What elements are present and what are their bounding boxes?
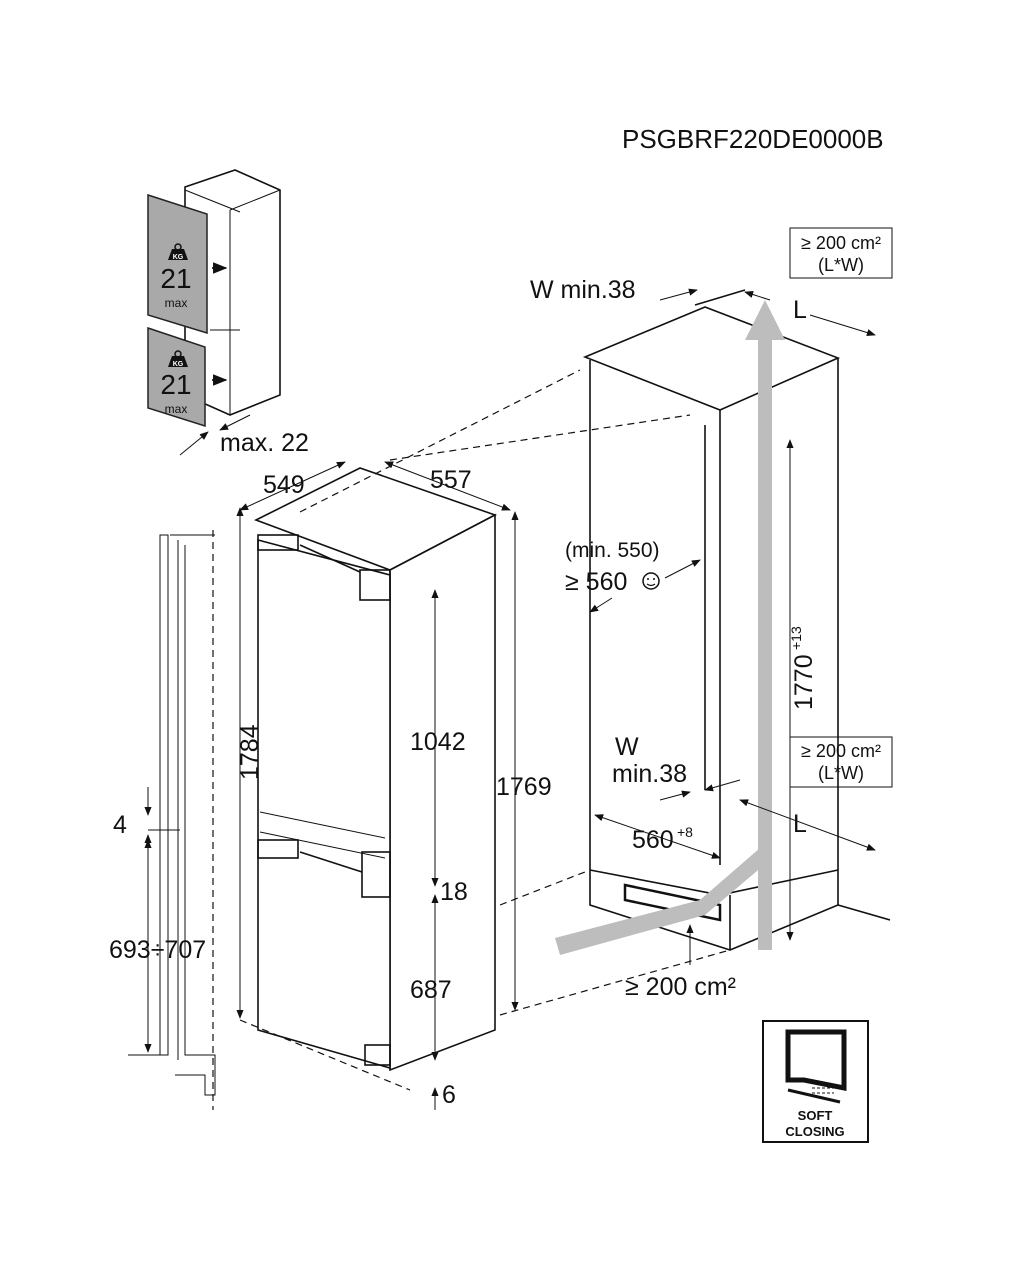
freezer-door-label: 687	[410, 976, 452, 1004]
max-door-thickness: max. 22	[220, 429, 309, 457]
niche-width-tolerance: +8	[677, 824, 693, 840]
fridge-door-label: 1042	[410, 728, 466, 756]
niche-drawing: ≥ 200 cm² (L*W) ≥ 200 cm² (L*W) W min.38…	[530, 227, 893, 1001]
upper-door-panel	[147, 193, 208, 335]
upper-door-weight: 21	[160, 263, 191, 294]
appliance-drawing: 1784 1042 687 18 6 1769 549 557	[236, 369, 731, 1110]
top-vent-line1: ≥ 200 cm²	[801, 233, 881, 253]
width-label: 557	[430, 466, 472, 494]
appliance-height-label: 1784	[236, 724, 264, 780]
mid-vent-line1: ≥ 200 cm²	[801, 741, 881, 761]
niche-width-label: 560	[632, 826, 674, 854]
weight-icon: KG	[168, 350, 188, 368]
top-vent-box	[789, 227, 893, 279]
weight-icon: KG	[168, 243, 188, 261]
weight-icon-text: KG	[173, 361, 184, 368]
smiley-icon	[642, 572, 660, 590]
depth-min-label: (min. 550)	[565, 539, 660, 562]
soft-closing-line2: CLOSING	[785, 1124, 844, 1139]
model-number: PSGBRF220DE0000B	[622, 124, 884, 154]
upper-door-weight-unit: max	[165, 296, 188, 310]
decor-height-label: 693÷707	[109, 936, 206, 964]
niche-height-label: 1770	[790, 654, 818, 710]
lower-door-weight: 21	[160, 369, 191, 400]
decor-gap-label: 4	[113, 811, 127, 839]
soft-closing-line1: SOFT	[798, 1108, 833, 1123]
side-height-label: 1769	[496, 773, 552, 801]
decor-panel: 4 693÷707	[109, 530, 216, 1110]
gap-label: 18	[440, 878, 468, 906]
airflow-inlet-arrow	[555, 848, 770, 955]
soft-closing-door-icon	[785, 1029, 847, 1104]
bottom-w-label-2: min.38	[612, 760, 687, 788]
depth-rec-label: ≥ 560	[565, 568, 627, 596]
top-vent-line2: (L*W)	[818, 255, 864, 275]
bottom-label: 6	[442, 1081, 456, 1109]
door-weight-illustration: KG 21 max KG 21 max max. 22	[147, 169, 309, 457]
bottom-vent-label: ≥ 200 cm²	[625, 973, 736, 1001]
top-w-label: W min.38	[530, 276, 636, 304]
bottom-w-label-1: W	[615, 733, 639, 761]
soft-closing-badge: SOFT CLOSING	[762, 1020, 869, 1143]
airflow-vertical-arrow	[745, 300, 785, 950]
bottom-l-label: L	[793, 810, 807, 838]
weight-icon-text: KG	[173, 254, 184, 261]
mid-vent-line2: (L*W)	[818, 763, 864, 783]
depth-label: 549	[263, 471, 305, 499]
lower-door-weight-unit: max	[165, 402, 188, 416]
top-l-label: L	[793, 296, 807, 324]
niche-height-tolerance: +13	[788, 626, 804, 650]
lower-door-panel	[147, 326, 206, 428]
